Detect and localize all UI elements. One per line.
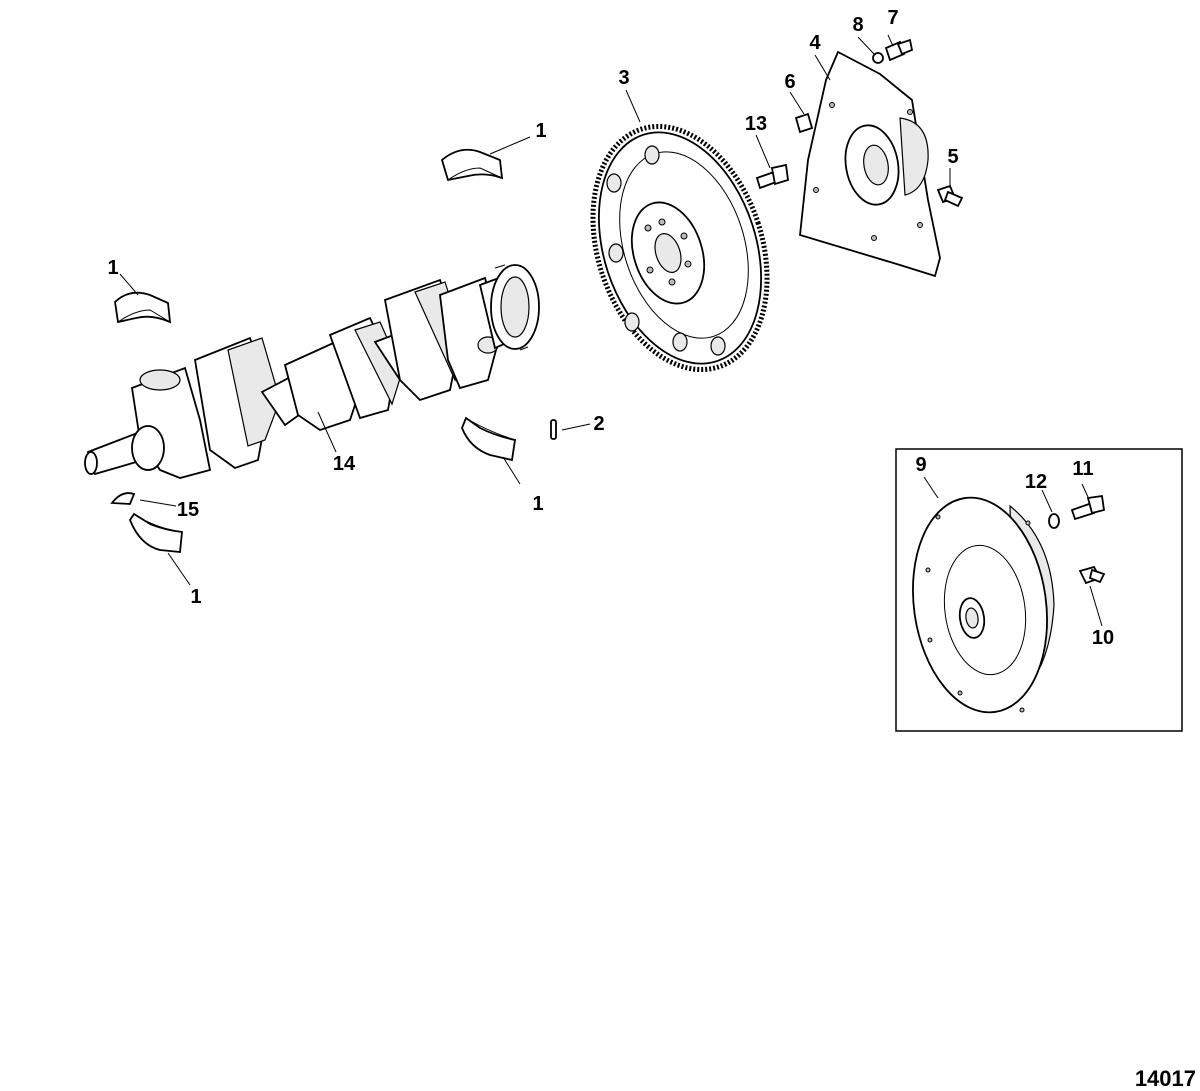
leader-lines — [119, 34, 1103, 627]
callout-1-mid: 1 — [532, 493, 543, 515]
inset-frame — [895, 448, 1183, 732]
callout-2: 2 — [593, 413, 604, 435]
callout-10: 10 — [1092, 627, 1114, 649]
callout-9: 9 — [915, 454, 926, 476]
callout-3: 3 — [618, 67, 629, 89]
callout-labels: 1 1 1 1 2 3 4 5 6 7 8 9 10 11 12 13 14 1… — [107, 7, 1114, 649]
callout-11: 11 — [1072, 458, 1093, 480]
nut-8 — [872, 52, 884, 64]
callout-15: 15 — [177, 499, 199, 521]
coupler-9 — [912, 496, 1055, 714]
callout-6: 6 — [784, 71, 795, 93]
callout-1-top: 1 — [535, 120, 546, 142]
crankshaft — [84, 264, 540, 479]
callout-13: 13 — [745, 113, 767, 135]
bolt-13 — [755, 163, 789, 190]
callout-14: 14 — [333, 453, 356, 475]
drive-plate — [799, 50, 941, 278]
alignment-plug — [794, 112, 814, 134]
woodruff-key — [110, 492, 136, 505]
callout-1-bottom: 1 — [190, 586, 201, 608]
dowel-pin — [550, 419, 557, 440]
callout-1-left: 1 — [107, 257, 118, 279]
flywheel — [590, 123, 770, 373]
bearing-half-top — [440, 148, 504, 182]
bolt-7 — [884, 38, 914, 62]
fitting-5 — [936, 184, 964, 208]
callout-4: 4 — [809, 32, 821, 54]
fitting-10 — [1078, 565, 1106, 585]
bearing-half-mid — [461, 416, 517, 462]
callout-8: 8 — [852, 14, 863, 36]
callout-5: 5 — [947, 146, 958, 168]
bolt-11 — [1070, 494, 1106, 521]
bearing-half-left — [114, 291, 172, 324]
callout-12: 12 — [1025, 471, 1047, 493]
callout-7: 7 — [887, 7, 898, 29]
washer-12 — [1048, 513, 1060, 529]
bearing-half-bottom — [128, 512, 183, 553]
figure-number: 14017 — [1135, 1066, 1196, 1091]
